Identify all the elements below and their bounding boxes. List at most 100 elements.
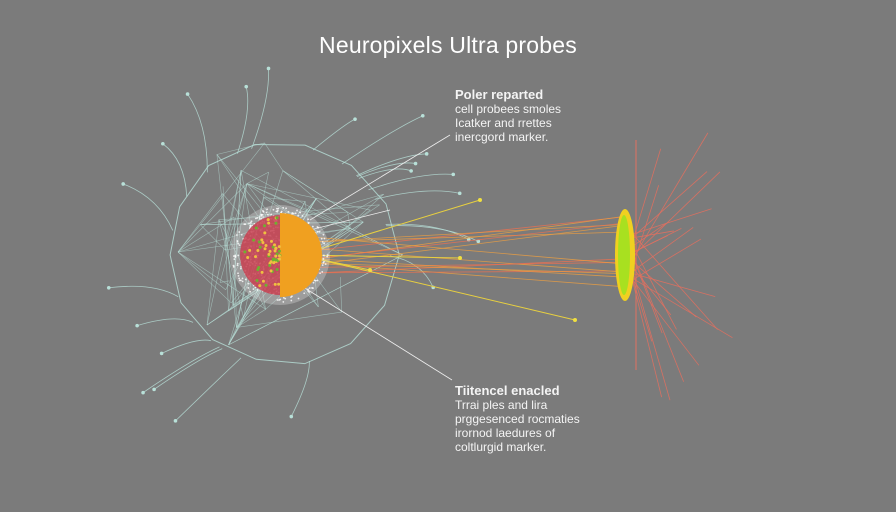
network-edge [246,183,317,199]
soma-dot [265,211,268,214]
soma-dot [238,277,241,280]
soma-dot [320,237,323,240]
nucleus-speck [274,246,278,250]
nucleus-speck [261,279,265,283]
soma-dot [307,288,309,291]
signal-beam [309,270,626,274]
signal-beam [309,247,626,273]
soma-dot [296,209,298,212]
probe-spike [627,208,712,237]
soma-dot [312,281,315,284]
nucleus-speck [277,249,281,253]
soma-dot [323,260,325,263]
dendrite-node [121,182,125,186]
dendrite [356,153,427,177]
nucleus-speck [273,282,277,286]
dendrite [161,339,212,354]
annotation-bottom-line: coltlurgid marker. [455,440,547,454]
soma-dot [249,290,252,293]
dendrite-node [353,117,357,121]
network-edge [246,183,351,229]
soma-dot [236,234,238,236]
soma-dot [248,222,250,225]
signal-beam [309,258,626,274]
network-edge [200,142,265,225]
soma-dot [322,254,325,257]
soma-dot [237,242,239,245]
nucleus-speck [274,221,278,225]
soma-dot [241,280,244,283]
nucleus-speck [273,249,277,253]
nucleus-speck [260,270,264,274]
dendrite-node [409,169,413,173]
probe-disc [618,215,630,295]
dendrite-node [135,323,139,328]
soma-dot [297,297,300,300]
dendrite-node [106,285,111,290]
soma-dot [237,274,240,277]
soma-dot [270,213,273,216]
soma-dot [280,210,283,213]
network-edge [216,154,237,328]
probe-spike [627,227,694,275]
soma-dot [317,226,320,229]
signal-point [573,318,577,322]
soma-dot [282,301,285,303]
dendrite [142,346,220,393]
network-outline [169,144,400,365]
soma-dot [237,272,239,275]
network-edge [316,198,371,211]
dendrite-node [413,161,418,166]
probe-spike [627,257,697,318]
soma-dot [311,287,313,289]
soma-dot [249,226,251,229]
soma-dot [301,215,304,217]
soma-dot [233,258,236,261]
soma-dot [321,264,324,267]
probe-spike [627,271,716,297]
dendrite [123,183,174,231]
dendrite [108,285,179,298]
network-edge [216,154,266,215]
soma-dot [276,207,278,210]
nucleus-right [280,213,322,297]
annotation-top-line: Icatker and rrettes [455,116,552,130]
signal-beam [309,216,626,252]
network-edge [177,251,266,310]
probe-spike [627,238,702,283]
dendrite [162,143,188,197]
probe-spike [627,254,671,401]
soma-dot [250,221,252,224]
soma-dot [311,225,314,228]
annotation-top-heading: Poler reparted [455,87,544,102]
annotation-bottom-heading: Tiitencel enacled [455,383,560,398]
network-edge [240,170,351,229]
network-edge [317,193,384,233]
soma-dot [313,279,316,282]
soma-dot [276,209,279,212]
nucleus-speck [263,247,267,251]
probe-spike [627,171,708,242]
soma-dot [262,216,264,218]
dendrite [356,162,416,177]
network-edge [263,197,306,202]
nucleus-speck [258,245,262,249]
soma-dot [297,214,300,217]
network-edge [282,170,351,229]
diagram-title: Neuropixels Ultra probes [319,32,577,58]
soma-dot [240,233,243,236]
signal-point [458,256,462,260]
network-edge [206,170,242,326]
soma-dot [249,224,252,227]
dendrite-node [141,390,145,395]
network-edge [236,309,266,328]
soma-dot [299,211,302,214]
soma-dot [260,213,263,216]
nucleus-speck [260,238,264,242]
nucleus-speck [274,254,278,258]
network-edge [177,193,223,253]
signal-point [478,198,482,202]
nucleus-speck [243,250,247,254]
soma-dot [266,208,268,211]
soma-dot [266,213,269,216]
